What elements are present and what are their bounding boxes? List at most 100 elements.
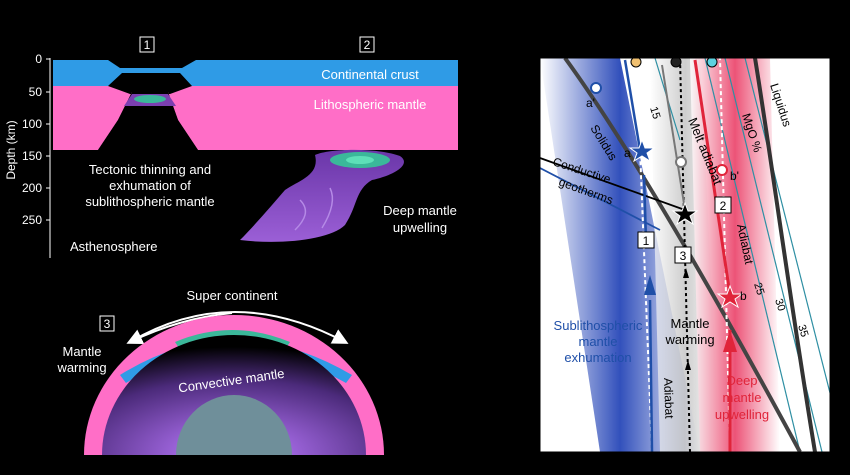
supercontinent-panel: Super continent 3 Mantle warming Convect…	[56, 288, 384, 455]
y-tick-100: 100	[511, 182, 533, 197]
point-a-prime	[590, 82, 602, 94]
supercontinent-melt	[175, 330, 290, 348]
x-tick-2000: 2000	[816, 32, 845, 47]
x-tick-1600: 1600	[700, 32, 729, 47]
x-tick-1800: 1800	[758, 32, 787, 47]
arrow-left	[126, 312, 233, 345]
circle-top-2	[670, 58, 682, 68]
blue-melt-path	[623, 59, 642, 151]
box-r-3-label: 3	[680, 249, 687, 263]
conductive-geotherm-blue	[540, 167, 661, 231]
liquidus-curve	[753, 58, 817, 452]
litho-label: Lithospheric mantle	[314, 97, 427, 112]
core	[176, 395, 292, 455]
box-2-label: 2	[364, 38, 371, 52]
black-arrow-1	[683, 268, 689, 278]
circle-top-3	[706, 58, 718, 68]
thinning-label-3: sublithospheric mantle	[85, 194, 214, 209]
y-tick-200: 200	[511, 313, 533, 328]
x-axis-label: Temperature (ºC)	[630, 11, 729, 26]
y-tick-250: 250	[511, 378, 533, 393]
y-tick-300: 300	[511, 444, 533, 459]
exhumed-melt	[134, 95, 166, 103]
label-mgo-30: 30	[772, 297, 787, 312]
blue-ascent	[642, 174, 654, 452]
continental-crust	[53, 60, 458, 86]
x-axis-ticks: 1200 1400 1600 1800 2000	[584, 32, 845, 47]
blue-arrowhead	[644, 275, 656, 295]
depth-tick-100: 100	[22, 117, 42, 131]
depth-tick-50: 50	[29, 85, 43, 99]
sublitho-label-1: Sublithospheric	[554, 318, 643, 333]
box-3-label: 3	[104, 317, 111, 331]
box-r-3	[674, 246, 692, 264]
depth-tick-200: 200	[22, 181, 42, 195]
red-band	[690, 58, 780, 452]
label-a: a	[624, 146, 631, 160]
deep-label-2: mantle	[722, 390, 761, 405]
box-r-1-label: 1	[643, 234, 650, 248]
box-1	[139, 36, 155, 53]
warming-label-1: Mantle	[62, 344, 101, 359]
warming-r-label-1: Mantle	[670, 316, 709, 331]
y-axis-ticks: 0 50 100 150 200 250 300	[511, 51, 533, 459]
depth-tick-250: 250	[22, 213, 42, 227]
circle-top-1	[630, 58, 642, 68]
warming-label-2: warming	[56, 360, 106, 375]
x-tick-1200: 1200	[584, 32, 613, 47]
thinning-label-2: exhumation of	[109, 178, 191, 193]
plume-melt-core	[346, 156, 374, 164]
black-arrow-2	[685, 360, 691, 370]
sublitho-label-2: mantle	[578, 334, 617, 349]
star-black	[671, 201, 699, 226]
cross-section-panel: 0 50 100 150 200 250 Depth (km) Continen…	[4, 36, 458, 258]
label-mgo-15: 15	[647, 105, 662, 120]
sublitho-label-3: exhumation	[564, 350, 631, 365]
label-a-prime: a'	[586, 96, 595, 110]
thinning-gap	[98, 92, 198, 150]
deep-label-1: Deep	[726, 373, 757, 388]
depth-tick-150: 150	[22, 149, 42, 163]
red-arrowhead	[723, 330, 737, 352]
depth-axis-label: Depth (km)	[4, 120, 18, 179]
adiabat-label-left: Adiabat	[661, 378, 676, 420]
deep-label-3: upwelling	[715, 407, 769, 422]
asthenosphere-label: Asthenosphere	[70, 239, 157, 254]
label-b-prime: b'	[730, 169, 739, 183]
arrow-right	[129, 311, 349, 344]
upwelling-label-2: upwelling	[393, 220, 447, 235]
conductive-geotherm-black	[540, 157, 686, 211]
box-r-2-label: 2	[720, 199, 727, 213]
x-tick-1400: 1400	[642, 32, 671, 47]
mantle-plume	[240, 149, 404, 242]
lithospheric-mantle	[53, 86, 458, 150]
phase-diagram: Temperature (ºC) 1200 1400 1600 1800 200…	[486, 11, 845, 459]
warming-r-label-2: warming	[664, 332, 714, 347]
plot-frame	[539, 57, 831, 453]
y-tick-150: 150	[511, 247, 533, 262]
depth-axis-ticks: 0 50 100 150 200 250	[22, 52, 50, 227]
box-r-1	[637, 231, 655, 249]
plume-streaks	[294, 187, 334, 231]
upwelling-label-1: Deep mantle	[383, 203, 457, 218]
grey-melt-path	[661, 64, 686, 211]
label-mgo-25: 25	[751, 281, 766, 296]
depth-tick-0: 0	[35, 52, 42, 66]
adiabat-blue-dash	[639, 149, 653, 452]
solidus-curve	[563, 58, 802, 452]
crust-label: Continental crust	[321, 67, 419, 82]
y-tick-50: 50	[519, 116, 533, 131]
mgo-line-35	[744, 58, 830, 396]
thinning-label-1: Tectonic thinning and	[89, 162, 211, 177]
label-b: b	[740, 289, 747, 303]
supercontinent-label: Super continent	[186, 288, 277, 303]
box-r-2	[714, 196, 732, 214]
box-2	[359, 36, 375, 53]
box-1-label: 1	[144, 38, 151, 52]
star-b	[716, 284, 744, 309]
y-tick-0: 0	[526, 51, 533, 66]
mgo-line-25	[704, 58, 801, 452]
red-melt-path	[693, 59, 732, 296]
point-grey	[675, 156, 687, 168]
